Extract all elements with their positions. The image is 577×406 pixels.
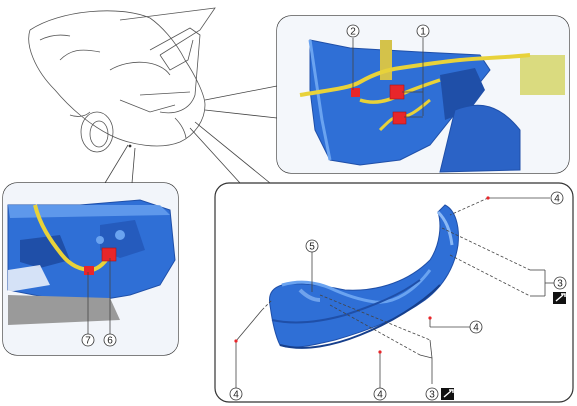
detail-box-harness-top: 2 1 (276, 15, 570, 174)
clip-icon (84, 266, 94, 275)
clip-icon (351, 88, 360, 97)
svg-text:4: 4 (473, 323, 479, 334)
svg-text:2: 2 (350, 27, 356, 38)
callout-4-bottom-center: 4 (373, 387, 387, 401)
svg-text:1: 1 (420, 27, 426, 38)
callout-3-right: 3 (553, 276, 567, 290)
callout-5: 5 (305, 239, 319, 253)
bumper-inner-panel (309, 39, 491, 166)
clip-markers (234, 196, 490, 354)
vehicle-location-mark (128, 144, 132, 148)
vehicle-leaders (104, 85, 278, 184)
harness-left (33, 204, 112, 273)
svg-text:4: 4 (233, 390, 239, 401)
callout-7: 7 (81, 333, 95, 347)
svg-text:3: 3 (429, 390, 435, 401)
callout-4-middle: 4 (469, 320, 483, 334)
callout-1: 1 (416, 24, 430, 38)
vehicle-outline (28, 7, 216, 153)
svg-text:4: 4 (377, 390, 383, 401)
connector-icon (392, 111, 407, 125)
rear-bumper (269, 204, 459, 348)
connector-icon (389, 84, 405, 100)
svg-text:5: 5 (309, 242, 315, 253)
connector-icon (101, 247, 117, 262)
wrench-reference-icon (441, 388, 454, 400)
svg-text:4: 4 (554, 194, 560, 205)
callout-2: 2 (346, 24, 360, 38)
callout-4-bottom-left: 4 (229, 387, 243, 401)
svg-text:3: 3 (557, 279, 563, 290)
callout-4-top: 4 (550, 191, 564, 205)
callout-6: 6 (103, 333, 117, 347)
callout-3-bottom: 3 (425, 387, 439, 401)
detail-box-harness-left: 7 6 (2, 182, 179, 356)
svg-text:7: 7 (85, 336, 91, 347)
detail-box-rear-bumper: 4 5 3 4 4 4 3 (214, 182, 574, 403)
wrench-reference-icon (553, 292, 566, 304)
harness-top (299, 53, 531, 97)
svg-text:6: 6 (107, 336, 113, 347)
